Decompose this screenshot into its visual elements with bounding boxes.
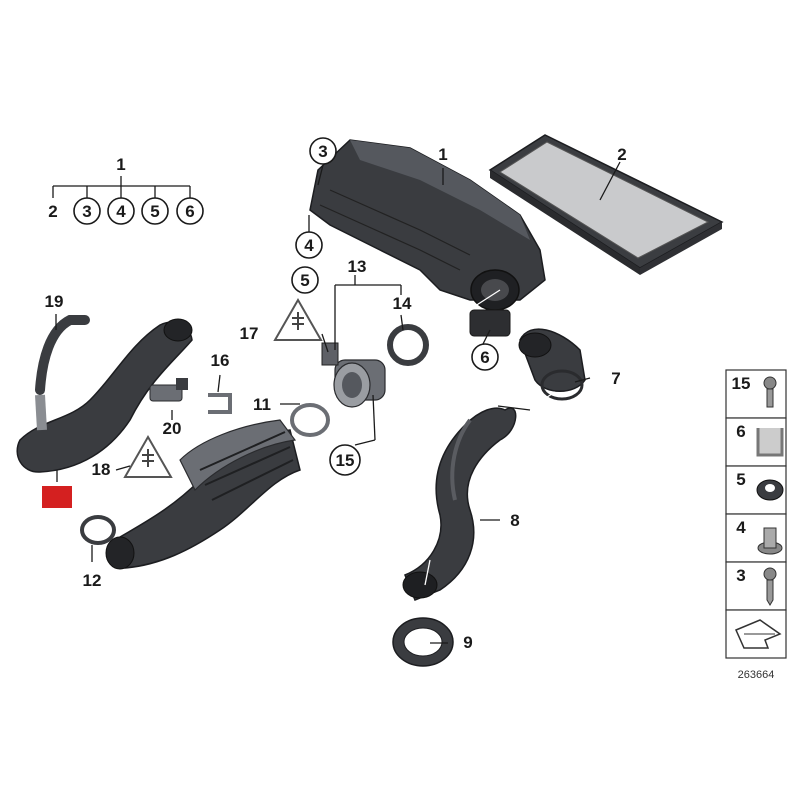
legend-label: 3 [736,566,745,585]
callout-14: 14 [393,294,412,313]
spacer-sleeve-icon [757,527,783,555]
group-member-label: 2 [48,202,57,221]
leader-lines [55,161,621,644]
charge-air-pipe-lower [105,419,301,570]
callout-3: 3 [318,142,327,161]
callout-18: 18 [92,460,111,479]
callout-6: 6 [480,348,489,367]
legend-label: 6 [736,422,745,441]
bracket-16 [208,393,232,414]
grommet-icon [756,479,784,501]
air-mass-meter [321,324,429,408]
vent-hose-19 [35,315,90,431]
callout-16: 16 [211,351,230,370]
duct-seal [392,617,454,667]
bolt-icon [763,376,777,408]
callout-11: 11 [253,395,271,414]
callouts: 1 2 3 4 5 6 7 8 9 11 12 13 14 15 16 17 1… [45,137,627,652]
warning-triangle-17 [273,297,323,341]
legend-label: 5 [736,470,745,489]
group-top-label: 1 [116,155,125,174]
callout-9: 9 [463,633,472,652]
group-header: 1 2 3 4 5 6 [48,155,204,225]
callout-2: 2 [617,145,626,164]
callout-7: 7 [611,369,620,388]
warning-triangle-18 [123,434,173,478]
reference-number: 263664 [738,669,775,681]
intake-silencer-housing [309,139,546,337]
callout-1: 1 [438,145,447,164]
legend-label: 4 [736,518,746,537]
group-member-label: 6 [185,202,194,221]
callout-4: 4 [304,236,314,255]
screw-icon [763,567,777,606]
sensor-20 [149,378,188,402]
group-member-label: 3 [82,202,91,221]
charge-air-pipe-upper [16,318,193,473]
callout-15: 15 [336,451,355,470]
callout-8: 8 [510,511,519,530]
callout-5: 5 [300,271,309,290]
intake-duct [402,407,517,601]
hose-clamp-11 [290,403,330,437]
group-member-label: 4 [116,202,126,221]
bellows-connector [518,328,586,401]
callout-20: 20 [163,419,182,438]
hardware-legend: 15 6 5 4 3 263664 [725,369,787,681]
legend-label: 15 [732,374,751,393]
group-member-label: 5 [150,202,159,221]
callout-12: 12 [83,571,102,590]
highlight-marker [42,486,72,508]
callout-17: 17 [240,324,259,343]
callout-19: 19 [45,292,64,311]
clip-nut-icon [756,428,784,457]
clamp-12 [80,515,116,545]
air-filter-element [488,134,724,275]
callout-13: 13 [348,257,367,276]
arrow-icon [735,619,782,649]
